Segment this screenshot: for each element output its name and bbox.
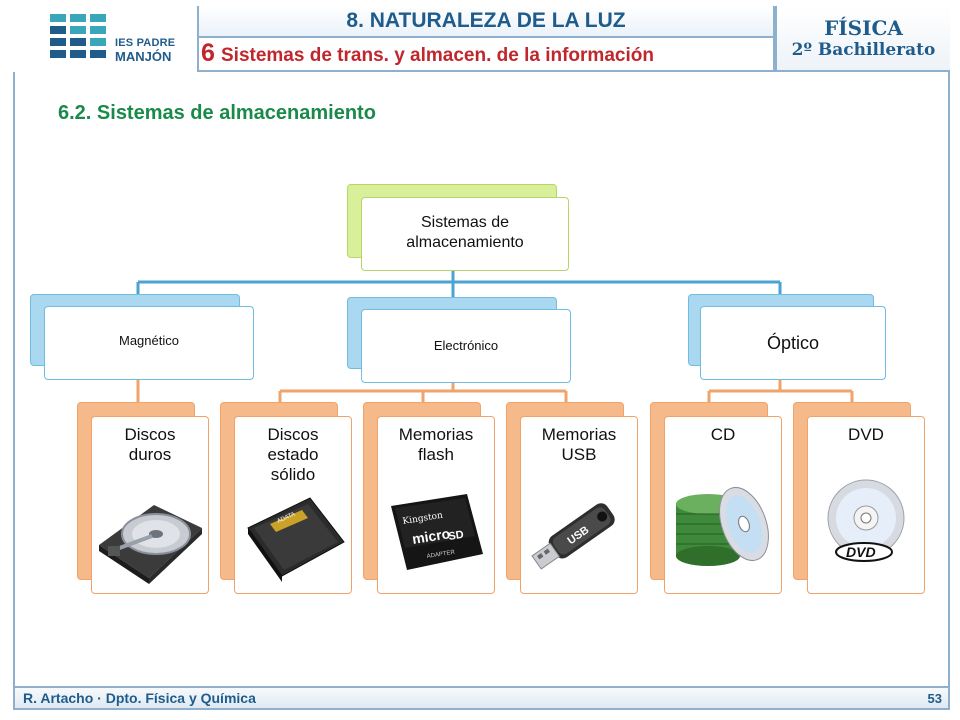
- root-node: Sistemas de almacenamiento: [361, 197, 569, 271]
- sd-adapter-text: ADAPTER: [426, 550, 456, 560]
- leaf-label-dvd: DVD: [848, 425, 884, 444]
- unit-title-bar: 8. NATURALEZA DE LA LUZ: [197, 6, 775, 38]
- school-name-line1: IES PADRE: [115, 37, 176, 49]
- leaf-label-flash: Memorias flash: [398, 425, 474, 464]
- category-node-electronic: Electrónico: [361, 309, 571, 383]
- logo-grid-icon: [50, 14, 110, 66]
- school-name-line2: MANJÓN: [115, 49, 172, 64]
- school-logo: IES PADRE MANJÓN: [13, 6, 197, 72]
- category-label-magnetic: Magnético: [119, 333, 179, 348]
- leaf-label-ssd: Discos estado sólido: [267, 425, 319, 484]
- course-name: 2º Bachillerato: [791, 40, 936, 60]
- root-node-label: Sistemas de almacenamiento: [406, 214, 524, 251]
- page-number: 53: [927, 691, 942, 706]
- sd-name-text: micro: [411, 525, 451, 547]
- subunit-title-bar: 6 Sistemas de trans. y almacen. de la in…: [197, 38, 775, 72]
- micro-sd-card-icon: Kingston micro SD ADAPTER: [391, 494, 483, 570]
- footer-author: R. Artacho · Dpto. Física y Química: [23, 690, 256, 706]
- hard-disk-drive-icon: [99, 505, 202, 584]
- category-label-optical: Óptico: [766, 333, 820, 353]
- cd-stack-icon: [676, 487, 769, 566]
- category-node-optical: Óptico: [700, 306, 886, 380]
- leaf-label-cd: CD: [710, 425, 736, 444]
- school-name: IES PADRE MANJÓN: [115, 36, 175, 64]
- subunit-title: Sistemas de trans. y almacen. de la info…: [221, 45, 654, 66]
- subject-badge: FÍSICA 2º Bachillerato: [775, 6, 950, 72]
- usb-stick-icon: USB: [531, 503, 615, 570]
- unit-title: 8. NATURALEZA DE LA LUZ: [346, 9, 626, 32]
- subject-name: FÍSICA: [824, 16, 903, 40]
- category-node-magnetic: Magnético: [44, 306, 254, 380]
- category-label-electronic: Electrónico: [433, 338, 499, 353]
- leaf-label-hdd: Discos duros: [124, 425, 176, 464]
- section-title: 6.2. Sistemas de almacenamiento: [58, 102, 376, 124]
- footer-bar: R. Artacho · Dpto. Física y Química 53: [13, 686, 950, 710]
- subunit-number: 6: [201, 39, 215, 67]
- sd-type-text: SD: [448, 529, 465, 543]
- ssd-icon: ADATA: [247, 497, 345, 582]
- dvd-icon: DVD: [827, 479, 905, 562]
- leaf-label-usb: Memorias USB: [541, 425, 617, 464]
- dvd-logo-text: DVD: [846, 544, 876, 560]
